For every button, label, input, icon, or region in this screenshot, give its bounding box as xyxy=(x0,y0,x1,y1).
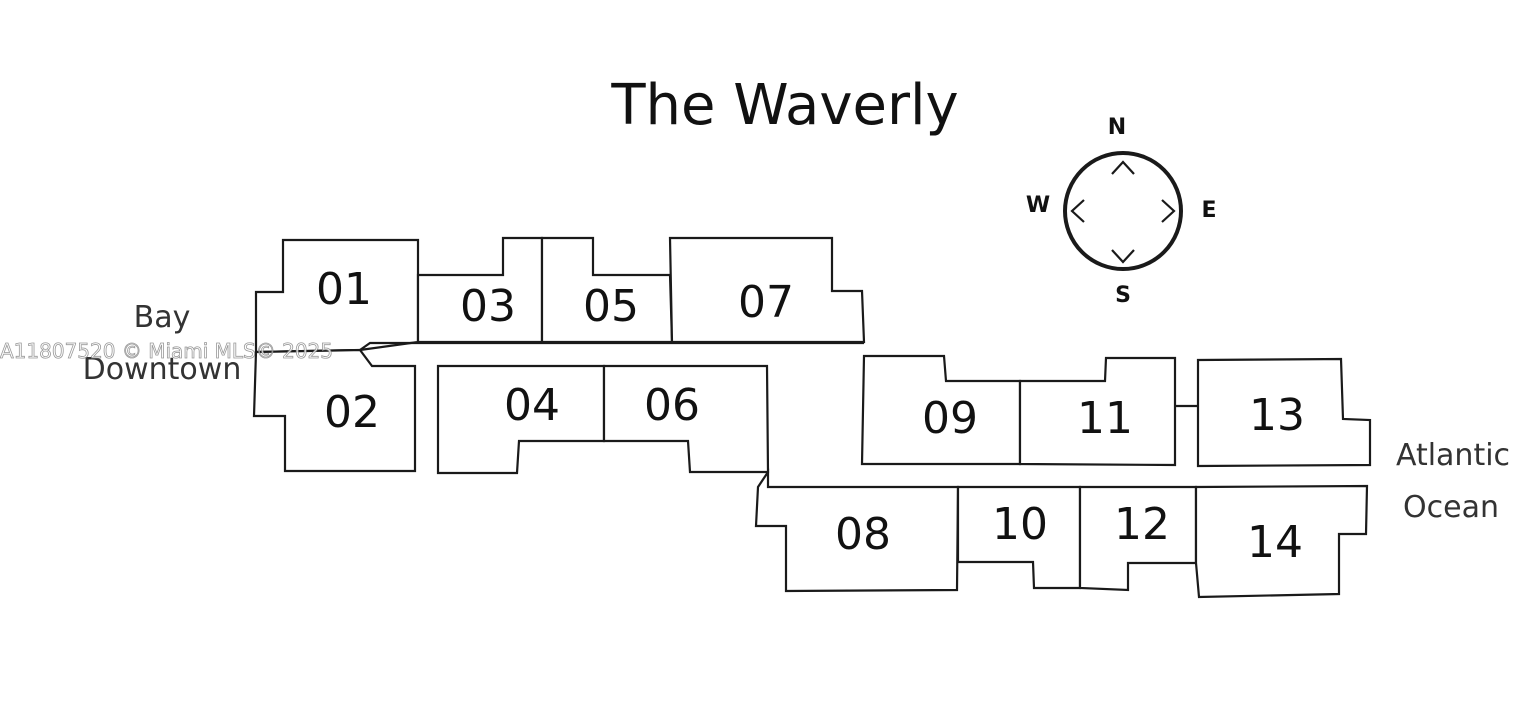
mls-watermark: A11807520 © Miami MLS© 2025 xyxy=(0,339,333,363)
atlantic-label: Atlantic xyxy=(1396,438,1510,473)
unit-08-label: 08 xyxy=(835,509,891,560)
unit-13-outline xyxy=(1196,357,1372,468)
unit-08-outline xyxy=(754,468,960,593)
downtown-label: Downtown xyxy=(83,352,242,387)
unit-14-outline xyxy=(1194,484,1369,599)
unit-13-label: 13 xyxy=(1249,390,1305,441)
bay-label: Bay xyxy=(134,300,191,335)
compass-north: N xyxy=(1108,115,1126,140)
compass: N S E W xyxy=(1026,115,1217,308)
north-arrow-icon xyxy=(1111,160,1135,175)
unit-12-label: 12 xyxy=(1114,499,1170,550)
compass-west: W xyxy=(1026,193,1050,218)
unit-02-outline xyxy=(252,348,417,473)
unit-11-label: 11 xyxy=(1077,393,1133,444)
unit-07-label: 07 xyxy=(738,277,794,328)
west-arrow-icon xyxy=(1070,199,1085,223)
east-arrow-icon xyxy=(1161,199,1176,223)
compass-east: E xyxy=(1201,198,1216,223)
unit-03-label: 03 xyxy=(460,281,516,332)
corridor-line xyxy=(359,341,864,351)
unit-06-outline xyxy=(602,364,770,474)
compass-circle-icon xyxy=(1063,151,1183,271)
south-arrow-icon xyxy=(1111,249,1135,264)
unit-02-label: 02 xyxy=(324,387,380,438)
unit-14-label: 14 xyxy=(1247,517,1303,568)
building-title: The Waverly xyxy=(610,73,958,138)
unit-10-label: 10 xyxy=(992,499,1048,550)
unit-06-label: 06 xyxy=(644,380,700,431)
unit-09-label: 09 xyxy=(922,393,978,444)
unit-11-outline xyxy=(1018,356,1177,467)
unit-01-label: 01 xyxy=(316,264,372,315)
ocean-label: Ocean xyxy=(1403,490,1499,525)
compass-south: S xyxy=(1115,283,1131,308)
unit-05-label: 05 xyxy=(583,281,639,332)
unit-04-label: 04 xyxy=(504,380,560,431)
